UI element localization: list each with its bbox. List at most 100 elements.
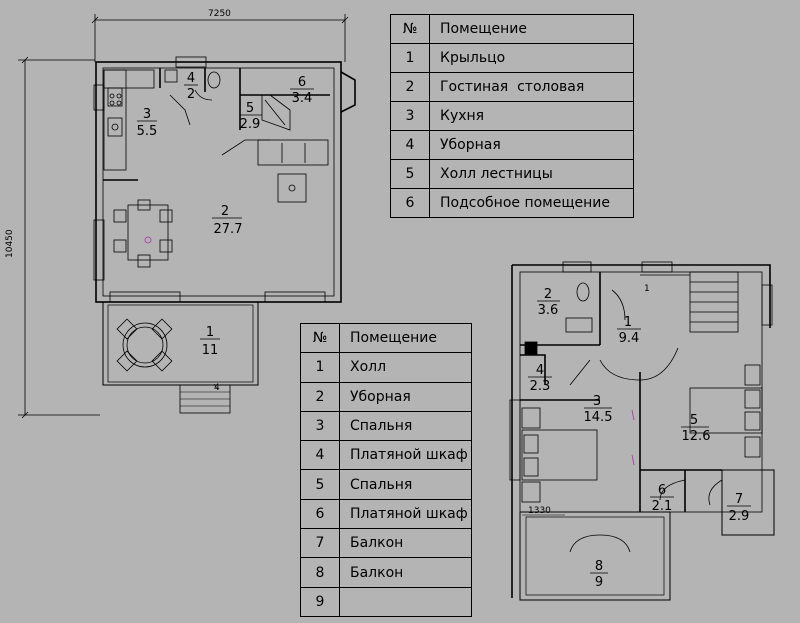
room-number: 7 — [735, 492, 743, 507]
plan2-room-6-label: 6 2.1 — [650, 483, 674, 514]
row-name: Холл лестницы — [429, 159, 634, 189]
table-header: № Помещение — [390, 14, 634, 44]
plan1-room-1-label: 1 11 — [200, 325, 220, 358]
header-number: № — [390, 14, 430, 44]
room-area: 3.4 — [292, 91, 313, 106]
room-area: 12.6 — [682, 429, 711, 444]
row-name: Балкон — [339, 528, 472, 559]
toilet-room-1 — [164, 69, 221, 126]
row-name: Кухня — [429, 101, 634, 131]
row-number: 2 — [300, 381, 340, 412]
plan2-room-7-label: 7 2.9 — [727, 492, 751, 524]
row-number: 8 — [300, 557, 340, 588]
row-name: Гостиная столовая — [429, 72, 634, 102]
room-number: 4 — [536, 363, 544, 378]
row-number: 6 — [390, 188, 430, 218]
row-name: Уборная — [339, 381, 472, 412]
row-name: Холл — [339, 352, 472, 383]
room-area: 9 — [595, 575, 603, 590]
room-number: 6 — [658, 483, 666, 498]
plan1-room-4-label: 4 2 — [184, 71, 198, 102]
room-number: 3 — [143, 107, 151, 122]
row-name: Платяной шкаф — [339, 440, 472, 471]
room-area: 27.7 — [214, 222, 243, 237]
plan2-room-5-label: 5 12.6 — [681, 413, 710, 444]
sofa — [257, 139, 329, 203]
row-name: Крыльцо — [429, 43, 634, 73]
room-number: 8 — [595, 559, 603, 574]
room-area: 2 — [187, 87, 195, 102]
room-area: 2.9 — [240, 117, 261, 132]
room-area: 2.1 — [652, 499, 673, 514]
dining-table — [113, 199, 173, 268]
row-name: Уборная — [429, 130, 634, 160]
bed-room-5 — [689, 364, 763, 458]
stair-mark: 4 — [214, 383, 220, 393]
room-number: 1 — [206, 325, 214, 340]
room-number: 5 — [246, 101, 254, 116]
table-row: 9 — [300, 586, 472, 617]
header-name: Помещение — [339, 322, 472, 354]
plan1-room-2-label: 2 27.7 — [212, 204, 242, 237]
row-number: 3 — [300, 410, 340, 442]
table-header: № Помещение — [300, 322, 472, 354]
row-number: 1 — [390, 43, 430, 73]
plan2-room-1-label: 1 9.4 — [617, 315, 641, 346]
room-area: 2.3 — [530, 379, 551, 394]
porch-table — [116, 318, 173, 372]
width-dimension: 1330 — [528, 506, 551, 516]
room-area: 9.4 — [619, 331, 640, 346]
bathroom-fixtures — [524, 282, 593, 355]
plan1-room-6-label: 6 3.4 — [290, 75, 314, 106]
row-number: 5 — [390, 159, 430, 189]
room-area: 11 — [202, 343, 219, 358]
plan2-room-8-label: 8 9 — [590, 559, 608, 590]
room-number: 3 — [593, 394, 601, 409]
dimension-lines — [18, 14, 349, 419]
row-name: Подсобное помещение — [429, 188, 634, 218]
header-number: № — [300, 322, 340, 354]
row-number: 7 — [300, 528, 340, 559]
row-number: 6 — [300, 498, 340, 530]
row-name: Спальня — [339, 469, 472, 500]
room-area: 14.5 — [584, 410, 613, 425]
stair-mark: 1 — [644, 284, 650, 294]
walls — [93, 56, 356, 414]
row-name: Платяной шкаф — [339, 498, 472, 530]
first-floor-plan: 7250 10450 — [5, 9, 356, 419]
row-name: Спальня — [339, 410, 472, 442]
row-number: 4 — [390, 130, 430, 160]
kitchen-counter — [103, 69, 155, 171]
row-number: 5 — [300, 469, 340, 500]
room-number: 2 — [544, 287, 552, 302]
plan2-room-2-label: 2 3.6 — [537, 287, 560, 318]
second-floor-plan — [509, 261, 775, 601]
header-name: Помещение — [429, 14, 634, 44]
room-number: 5 — [690, 413, 698, 428]
row-number: 9 — [300, 586, 340, 617]
doors — [569, 347, 723, 553]
width-dimension: 7250 — [208, 9, 231, 19]
room-number: 4 — [187, 71, 195, 86]
row-number: 1 — [300, 352, 340, 383]
row-number: 4 — [300, 440, 340, 471]
bed-room-3 — [521, 407, 635, 503]
